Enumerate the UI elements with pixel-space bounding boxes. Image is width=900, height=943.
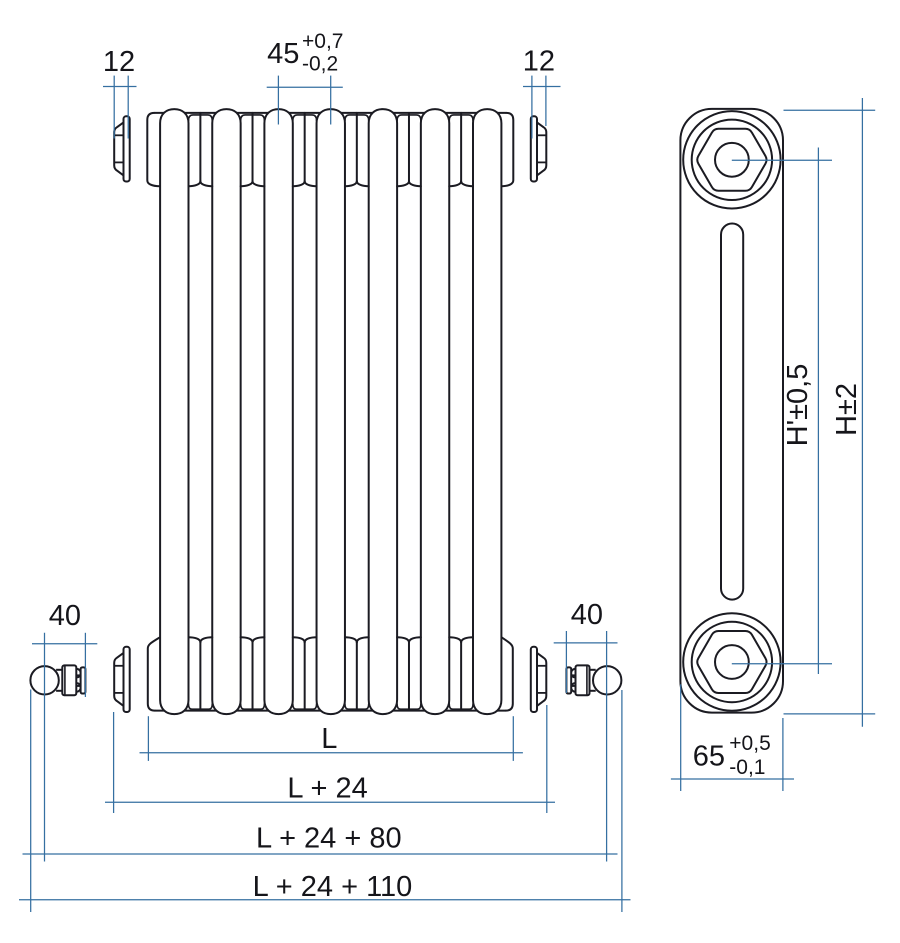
- svg-text:12: 12: [103, 46, 135, 78]
- svg-text:L + 24 + 110: L + 24 + 110: [253, 871, 413, 903]
- svg-text:65: 65: [693, 740, 725, 772]
- svg-text:+0,5: +0,5: [729, 732, 770, 755]
- svg-text:-0,2: -0,2: [302, 53, 338, 76]
- svg-text:L + 24 + 80: L + 24 + 80: [256, 823, 402, 855]
- svg-text:-0,1: -0,1: [729, 756, 765, 779]
- svg-text:L: L: [321, 723, 337, 755]
- svg-text:12: 12: [523, 46, 555, 78]
- svg-text:40: 40: [49, 600, 81, 632]
- svg-text:L + 24: L + 24: [287, 773, 367, 805]
- svg-text:40: 40: [571, 599, 603, 631]
- svg-text:45: 45: [267, 38, 299, 70]
- svg-text:H'±0,5: H'±0,5: [782, 364, 814, 447]
- svg-text:H±2: H±2: [831, 383, 863, 436]
- svg-text:+0,7: +0,7: [302, 30, 343, 53]
